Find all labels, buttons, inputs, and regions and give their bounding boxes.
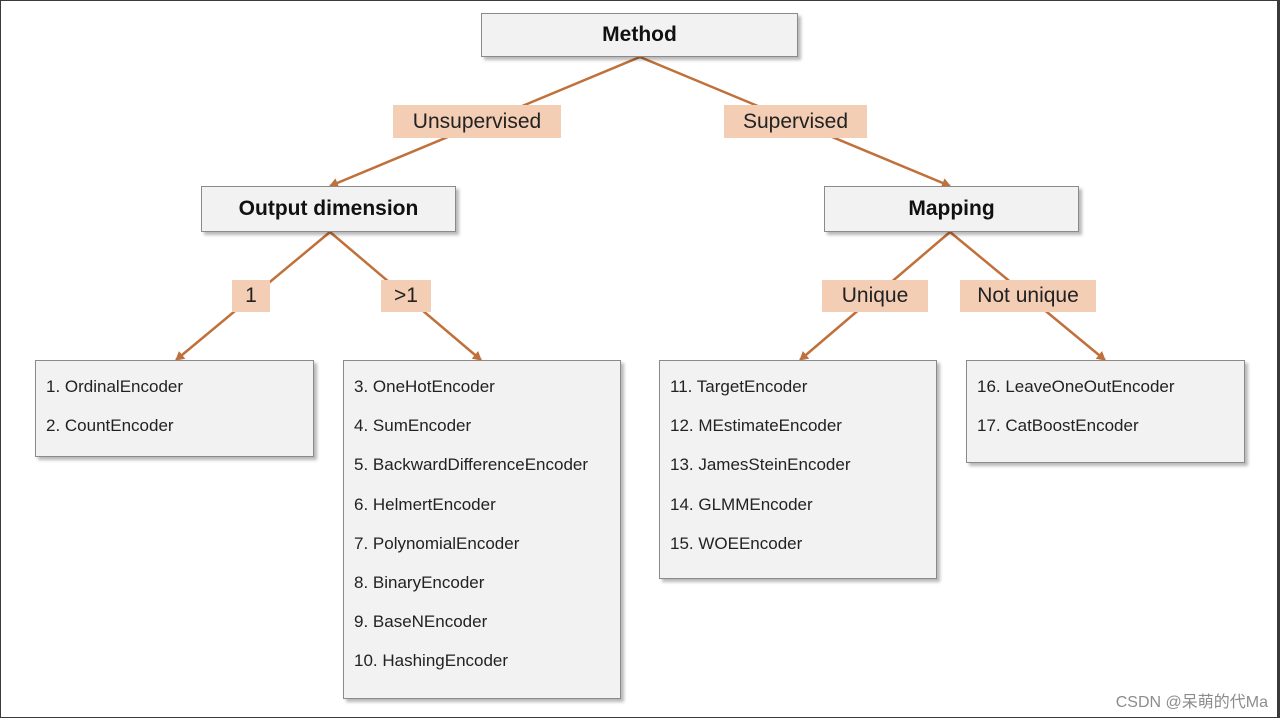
- encoder-item: 17. CatBoostEncoder: [977, 416, 1139, 436]
- list-box-dim-one: 1. OrdinalEncoder 2. CountEncoder: [35, 360, 314, 457]
- encoder-item: 6. HelmertEncoder: [354, 494, 496, 514]
- encoder-item: 10. HashingEncoder: [354, 651, 509, 671]
- node-mapping: Mapping: [824, 186, 1079, 232]
- node-output-dimension: Output dimension: [201, 186, 456, 232]
- edge-label-dim-many: >1: [381, 280, 431, 312]
- list-box-unique: 11. TargetEncoder 12. MEstimateEncoder 13.…: [659, 360, 937, 579]
- list-box-dim-many: 3. OneHotEncoder 4. SumEncoder 5. Backward…: [343, 360, 621, 699]
- encoder-item: 5. BackwardDifferenceEncoder: [354, 455, 589, 475]
- edge-label-unsupervised: Unsupervised: [393, 105, 561, 138]
- encoder-item: 4. SumEncoder: [354, 416, 472, 436]
- encoder-item: 16. LeaveOneOutEncoder: [977, 377, 1175, 396]
- encoder-item: 12. MEstimateEncoder: [670, 416, 842, 436]
- encoder-item: 8. BinaryEncoder: [354, 572, 485, 592]
- encoder-item: 15. WOEEncoder: [670, 533, 803, 553]
- encoder-item: 13. JamesSteinEncoder: [670, 455, 851, 475]
- encoder-item: 1. OrdinalEncoder: [46, 377, 184, 396]
- node-method: Method: [481, 13, 798, 57]
- encoder-item: 3. OneHotEncoder: [354, 377, 495, 396]
- encoder-item: 9. BaseNEncoder: [354, 612, 488, 632]
- encoder-item: 2. CountEncoder: [46, 416, 174, 436]
- edge-label-not-unique: Not unique: [960, 280, 1096, 312]
- encoder-item: 7. PolynomialEncoder: [354, 533, 520, 553]
- encoder-item: 11. TargetEncoder: [670, 377, 808, 396]
- edge-label-dim-one: 1: [232, 280, 270, 312]
- edge-label-supervised: Supervised: [724, 105, 867, 138]
- list-box-not-unique: 16. LeaveOneOutEncoder 17. CatBoostEncode…: [966, 360, 1245, 463]
- edge-label-unique: Unique: [822, 280, 928, 312]
- encoder-item: 14. GLMMEncoder: [670, 494, 813, 514]
- watermark: CSDN @呆萌的代Ma: [1115, 694, 1268, 711]
